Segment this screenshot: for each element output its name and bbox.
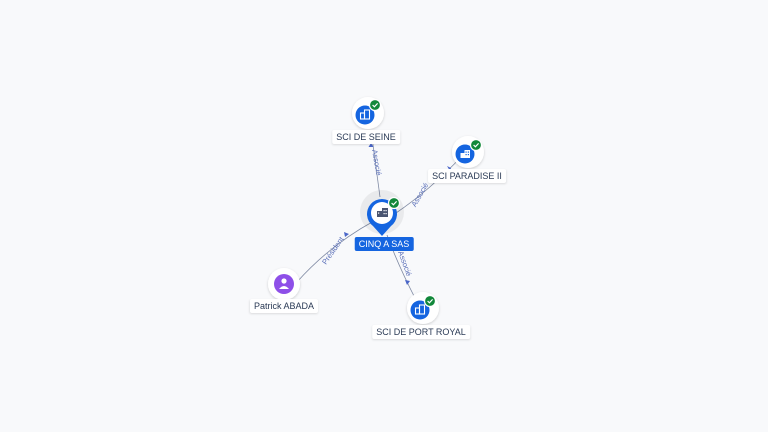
arrow-sci-de-port-royal	[405, 280, 410, 285]
building-icon	[359, 109, 371, 120]
node-label-sci-paradise-ii[interactable]: SCI PARADISE II	[428, 169, 506, 183]
building-icon	[414, 304, 426, 315]
node-label-sci-de-seine[interactable]: SCI DE SEINE	[332, 130, 400, 144]
node-sci-de-port-royal[interactable]	[407, 292, 439, 324]
edge-label-patrick-abada: Président	[320, 234, 346, 266]
building-icon	[460, 150, 470, 158]
verified-check-icon	[387, 196, 401, 210]
verified-check-icon	[368, 98, 382, 112]
node-patrick-abada[interactable]	[268, 268, 300, 300]
edge-patrick-abada	[296, 220, 375, 283]
building-icon	[377, 208, 388, 217]
arrow-sci-de-seine	[368, 143, 374, 147]
person-icon	[279, 278, 289, 289]
node-label-sci-de-port-royal[interactable]: SCI DE PORT ROYAL	[372, 325, 470, 339]
edge-sci-paradise-ii	[395, 155, 463, 214]
edge-label-sci-de-seine: Associé	[370, 149, 383, 176]
verified-check-icon	[423, 294, 437, 308]
center-node[interactable]	[360, 190, 404, 236]
edge-label-sci-paradise-ii: Associé	[409, 181, 430, 208]
node-label-patrick-abada[interactable]: Patrick ABADA	[249, 299, 319, 313]
arrow-patrick-abada	[344, 232, 349, 237]
node-sci-paradise-ii[interactable]	[452, 136, 484, 168]
node-label-cinq-a-sas[interactable]: CINQ A SAS	[354, 237, 414, 251]
verified-check-icon	[469, 138, 483, 152]
node-sci-de-seine[interactable]	[352, 97, 384, 129]
